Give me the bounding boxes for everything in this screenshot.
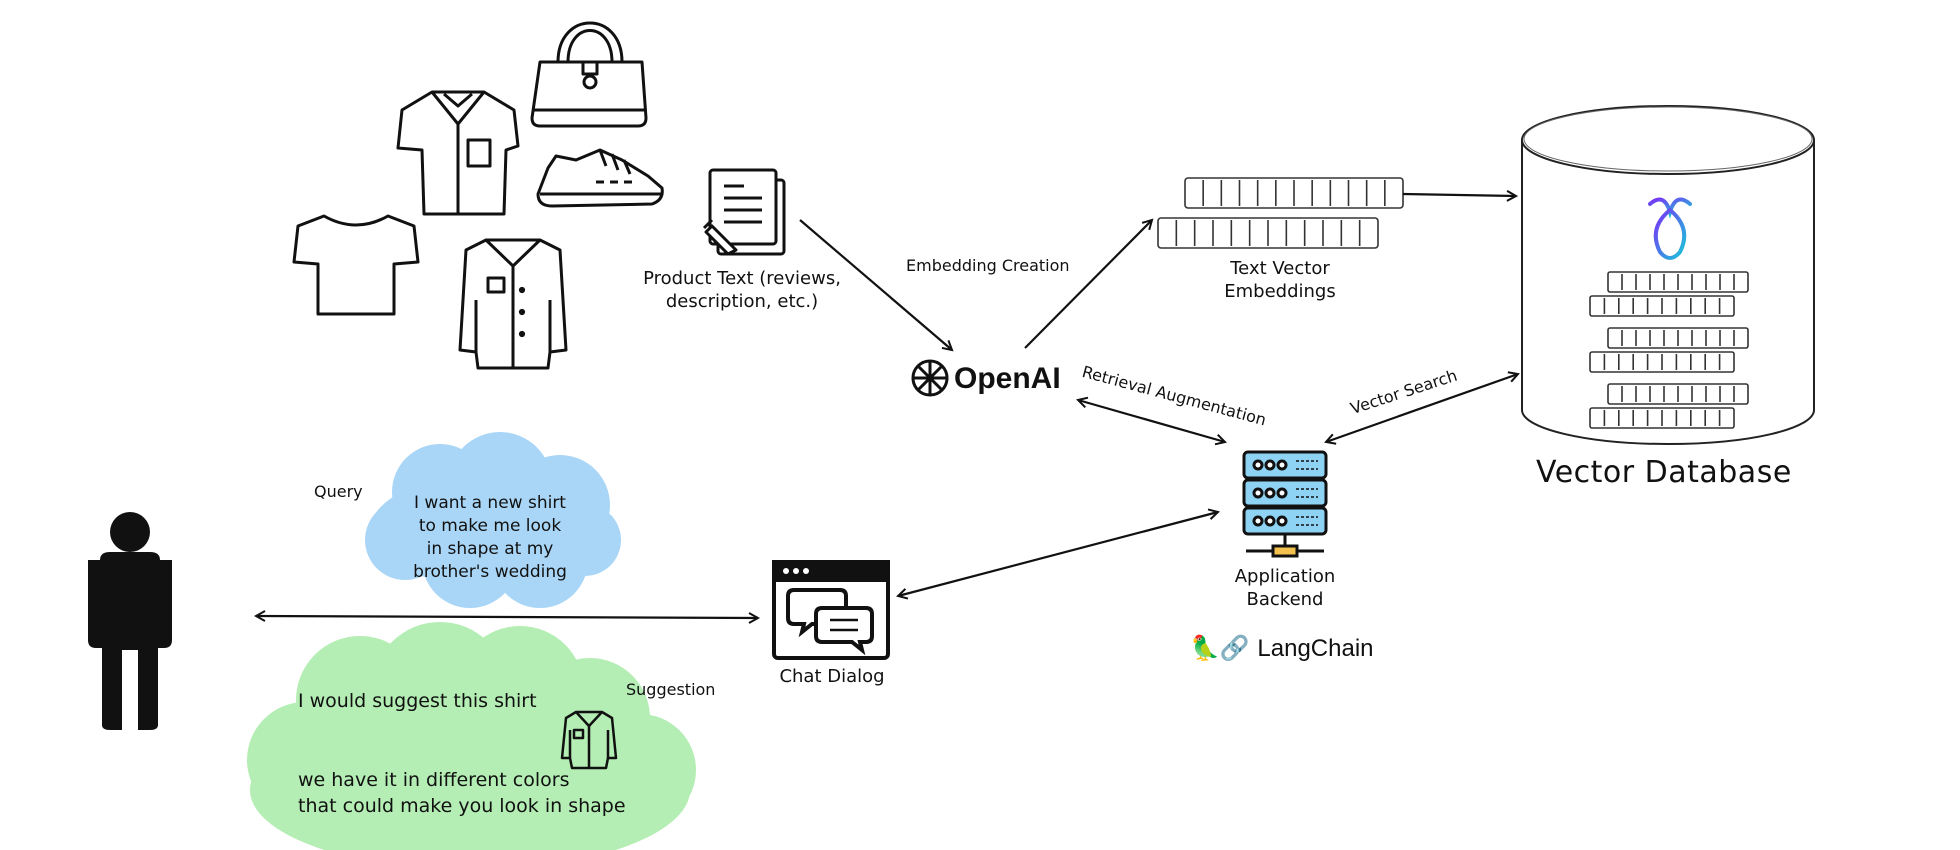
product-text-line2: description, etc.) — [665, 290, 819, 312]
database-vector-row — [1607, 271, 1749, 293]
arrow-person-chat — [256, 616, 758, 618]
arrow-db-backend — [1326, 374, 1518, 442]
database-vector-row — [1607, 383, 1749, 405]
product-text-line1: Product Text (reviews, — [643, 268, 841, 289]
vector-strip-top — [1184, 177, 1404, 209]
database-vector-row — [1589, 351, 1735, 373]
text-vector-line1: Text Vector — [1230, 258, 1330, 279]
embedding-creation-label: Embedding Creation — [906, 256, 1070, 275]
connectors — [256, 194, 1518, 618]
person-icon — [88, 512, 172, 730]
database-vectors — [1589, 271, 1749, 429]
arrow-vectors-to-db — [1402, 194, 1516, 196]
product-text-label: Product Text (reviews, description, etc.… — [622, 268, 862, 313]
arrow-chat-backend — [898, 512, 1218, 596]
text-vector-line2: Embeddings — [1224, 280, 1336, 302]
arrow-doc-to-openai — [799, 219, 952, 350]
query-line: to make me look — [418, 516, 562, 536]
document-icon — [702, 168, 786, 256]
query-text: I want a new shirt to make me look in sh… — [380, 492, 600, 584]
query-cloud — [365, 432, 621, 608]
openai-logo — [911, 359, 949, 397]
handbag-icon — [530, 21, 648, 128]
database-vector-row — [1589, 295, 1735, 317]
database-vector-row — [1589, 407, 1735, 429]
vector-strip-bottom — [1157, 217, 1379, 249]
jacket-icon — [458, 238, 568, 370]
database-cylinder — [1521, 105, 1815, 445]
suggested-shirt-icon — [560, 710, 618, 770]
suggestion-line1: I would suggest this shirt — [298, 690, 537, 712]
vector-database-label: Vector Database — [1536, 455, 1792, 490]
text-vector-label: Text Vector Embeddings — [1190, 258, 1370, 303]
arrow-openai-to-vectors — [1024, 220, 1152, 349]
langchain-logo: 🦜🔗 LangChain — [1190, 633, 1374, 664]
suggestion-line2: we have it in different colors — [298, 769, 570, 791]
database-vector-row — [1607, 327, 1749, 349]
arrow-openai-backend — [1078, 400, 1225, 442]
chat-window-icon — [772, 560, 890, 660]
shirt-icon — [396, 90, 520, 216]
suggestion-label: Suggestion — [626, 680, 716, 699]
suggestion-cloud — [247, 622, 696, 850]
openai-label: OpenAI — [954, 362, 1061, 395]
query-line: brother's wedding — [413, 562, 567, 582]
weaviate-logo — [1648, 197, 1692, 260]
suggestion-text-rest: we have it in different colors that coul… — [298, 767, 626, 819]
query-line: in shape at my — [426, 539, 554, 559]
application-backend-label: Application Backend — [1205, 566, 1365, 611]
parrot-link-icon: 🦜🔗 — [1190, 634, 1250, 662]
sneaker-icon — [536, 148, 664, 208]
suggestion-line3: that could make you look in shape — [298, 795, 626, 817]
query-line: I want a new shirt — [414, 493, 566, 513]
app-backend-line2: Backend — [1246, 588, 1324, 610]
app-backend-line1: Application — [1234, 566, 1336, 587]
server-icon — [1242, 450, 1328, 558]
chat-dialog-label: Chat Dialog — [779, 666, 885, 687]
tshirt-icon — [292, 214, 420, 316]
langchain-label: LangChain — [1257, 635, 1374, 662]
query-label: Query — [314, 482, 363, 501]
